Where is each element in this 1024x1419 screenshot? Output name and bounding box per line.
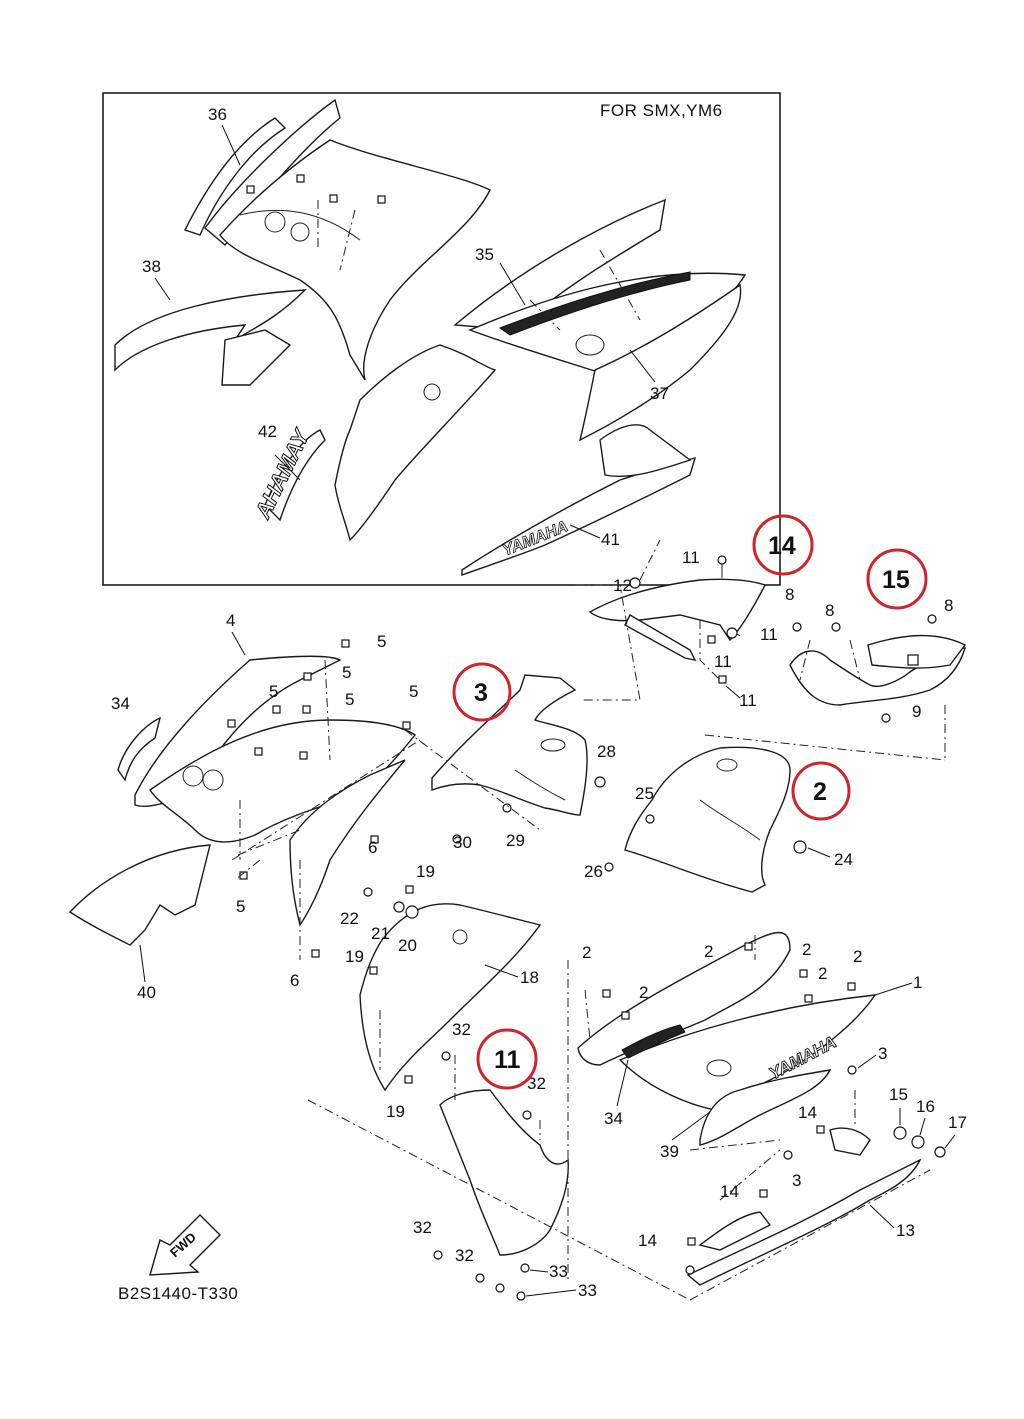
- inset-lower-panel: AHAMAY: [249, 344, 497, 542]
- part-number-13: 13: [896, 1221, 915, 1240]
- inset-frame: [102, 92, 781, 586]
- part-number-28: 28: [597, 742, 616, 761]
- part-number-4: 4: [226, 611, 235, 630]
- part-number-19-a: 19: [416, 862, 435, 881]
- part-number-40: 40: [137, 983, 156, 1002]
- part-number-6-b: 6: [290, 971, 299, 990]
- lower-rail-13: [685, 1090, 946, 1286]
- part-number-38: 38: [142, 257, 161, 276]
- inner-panel-2: [604, 746, 807, 893]
- part-number-2-e: 2: [818, 964, 827, 983]
- part-number-2-a: 2: [582, 943, 591, 962]
- part-number-21: 21: [371, 924, 390, 943]
- part-number-8-b: 8: [825, 601, 834, 620]
- part-number-5-f: 5: [236, 897, 245, 916]
- inset-upper-cowl: [204, 98, 491, 381]
- part-number-17: 17: [948, 1113, 967, 1132]
- part-number-37: 37: [650, 384, 669, 403]
- part-number-11-d: 11: [739, 691, 757, 710]
- inset-decal-38: [114, 289, 307, 386]
- part-number-19-c: 19: [386, 1102, 405, 1121]
- highlight-2: 2: [791, 761, 851, 821]
- part-number-14-b: 14: [720, 1182, 739, 1201]
- decal-40: [68, 844, 211, 946]
- fwd-arrow-icon: FWD: [149, 1214, 221, 1276]
- part-number-26: 26: [584, 862, 603, 881]
- part-number-18: 18: [520, 968, 539, 987]
- part-number-14-c: 14: [638, 1231, 657, 1250]
- part-number-32-c: 32: [413, 1218, 432, 1237]
- part-number-5-d: 5: [345, 690, 354, 709]
- part-number-29: 29: [506, 831, 525, 850]
- part-number-2-c: 2: [802, 940, 811, 959]
- part-number-6-a: 6: [368, 838, 377, 857]
- part-number-34-top: 34: [111, 694, 130, 713]
- inner-panel-3: [431, 674, 606, 844]
- lower-inner-11: [433, 1051, 569, 1301]
- part-number-8-a: 8: [785, 585, 794, 604]
- part-number-16: 16: [916, 1097, 935, 1116]
- part-number-9: 9: [912, 702, 921, 721]
- svg-text:3: 3: [474, 679, 488, 707]
- part-number-30: 30: [453, 833, 472, 852]
- part-number-3-a: 3: [878, 1044, 887, 1063]
- svg-text:2: 2: [813, 778, 827, 806]
- svg-text:14: 14: [768, 532, 796, 560]
- inset-screen-36: [184, 117, 287, 236]
- part-number-14-a: 14: [798, 1103, 817, 1122]
- drawing-code: B2S1440-T330: [118, 1284, 238, 1303]
- part-number-22: 22: [340, 909, 359, 928]
- part-number-2-f: 2: [639, 983, 648, 1002]
- assembly-lines: [231, 584, 946, 1301]
- bracket-14: [588, 539, 766, 684]
- part-number-11-c: 11: [714, 652, 732, 671]
- part-number-20: 20: [398, 936, 417, 955]
- inset-leaders: [154, 124, 656, 539]
- part-number-34-bottom: 34: [604, 1109, 623, 1128]
- inset-lower-cowl-41: YAMAHA: [461, 424, 697, 576]
- highlight-15: 15: [866, 548, 928, 610]
- part-number-5-c: 5: [269, 682, 278, 701]
- inset-note: FOR SMX,YM6: [600, 101, 723, 120]
- highlight-14: 14: [752, 514, 814, 576]
- part-number-32-d: 32: [455, 1246, 474, 1265]
- part-number-8-c: 8: [944, 596, 953, 615]
- part-number-32-a: 32: [452, 1020, 471, 1039]
- part-number-42: 42: [258, 422, 277, 441]
- part-number-15: 15: [889, 1085, 908, 1104]
- part-15-piece: [789, 614, 967, 723]
- highlight-11: 11: [476, 1028, 538, 1090]
- upper-cowl-4: [134, 639, 417, 881]
- part-number-1: 1: [913, 973, 922, 992]
- part-number-5-e: 5: [409, 682, 418, 701]
- svg-text:15: 15: [882, 566, 910, 594]
- part-number-3-b: 3: [792, 1171, 801, 1190]
- part-number-41: 41: [601, 530, 620, 549]
- part-number-11-top: 11: [682, 548, 700, 567]
- part-number-24: 24: [834, 850, 853, 869]
- side-panel-18: [237, 759, 542, 1092]
- part-number-35: 35: [475, 245, 494, 264]
- part-number-19-b: 19: [345, 947, 364, 966]
- part-number-5-b: 5: [342, 663, 351, 682]
- part-number-2-d: 2: [853, 947, 862, 966]
- part-number-25: 25: [635, 784, 654, 803]
- part-number-39: 39: [660, 1142, 679, 1161]
- highlight-3: 3: [452, 662, 512, 722]
- part-number-32-b: 32: [527, 1074, 546, 1093]
- part-number-12: 12: [613, 576, 632, 595]
- part-number-5-a: 5: [377, 632, 386, 651]
- part-number-11-b: 11: [760, 625, 778, 644]
- part-number-33-a: 33: [549, 1262, 568, 1281]
- part-number-36: 36: [208, 105, 227, 124]
- part-number-2-b: 2: [704, 942, 713, 961]
- screen-34: [117, 716, 162, 782]
- part-number-33-b: 33: [578, 1281, 597, 1300]
- svg-text:11: 11: [494, 1046, 521, 1074]
- inset-side-panel: [453, 198, 747, 442]
